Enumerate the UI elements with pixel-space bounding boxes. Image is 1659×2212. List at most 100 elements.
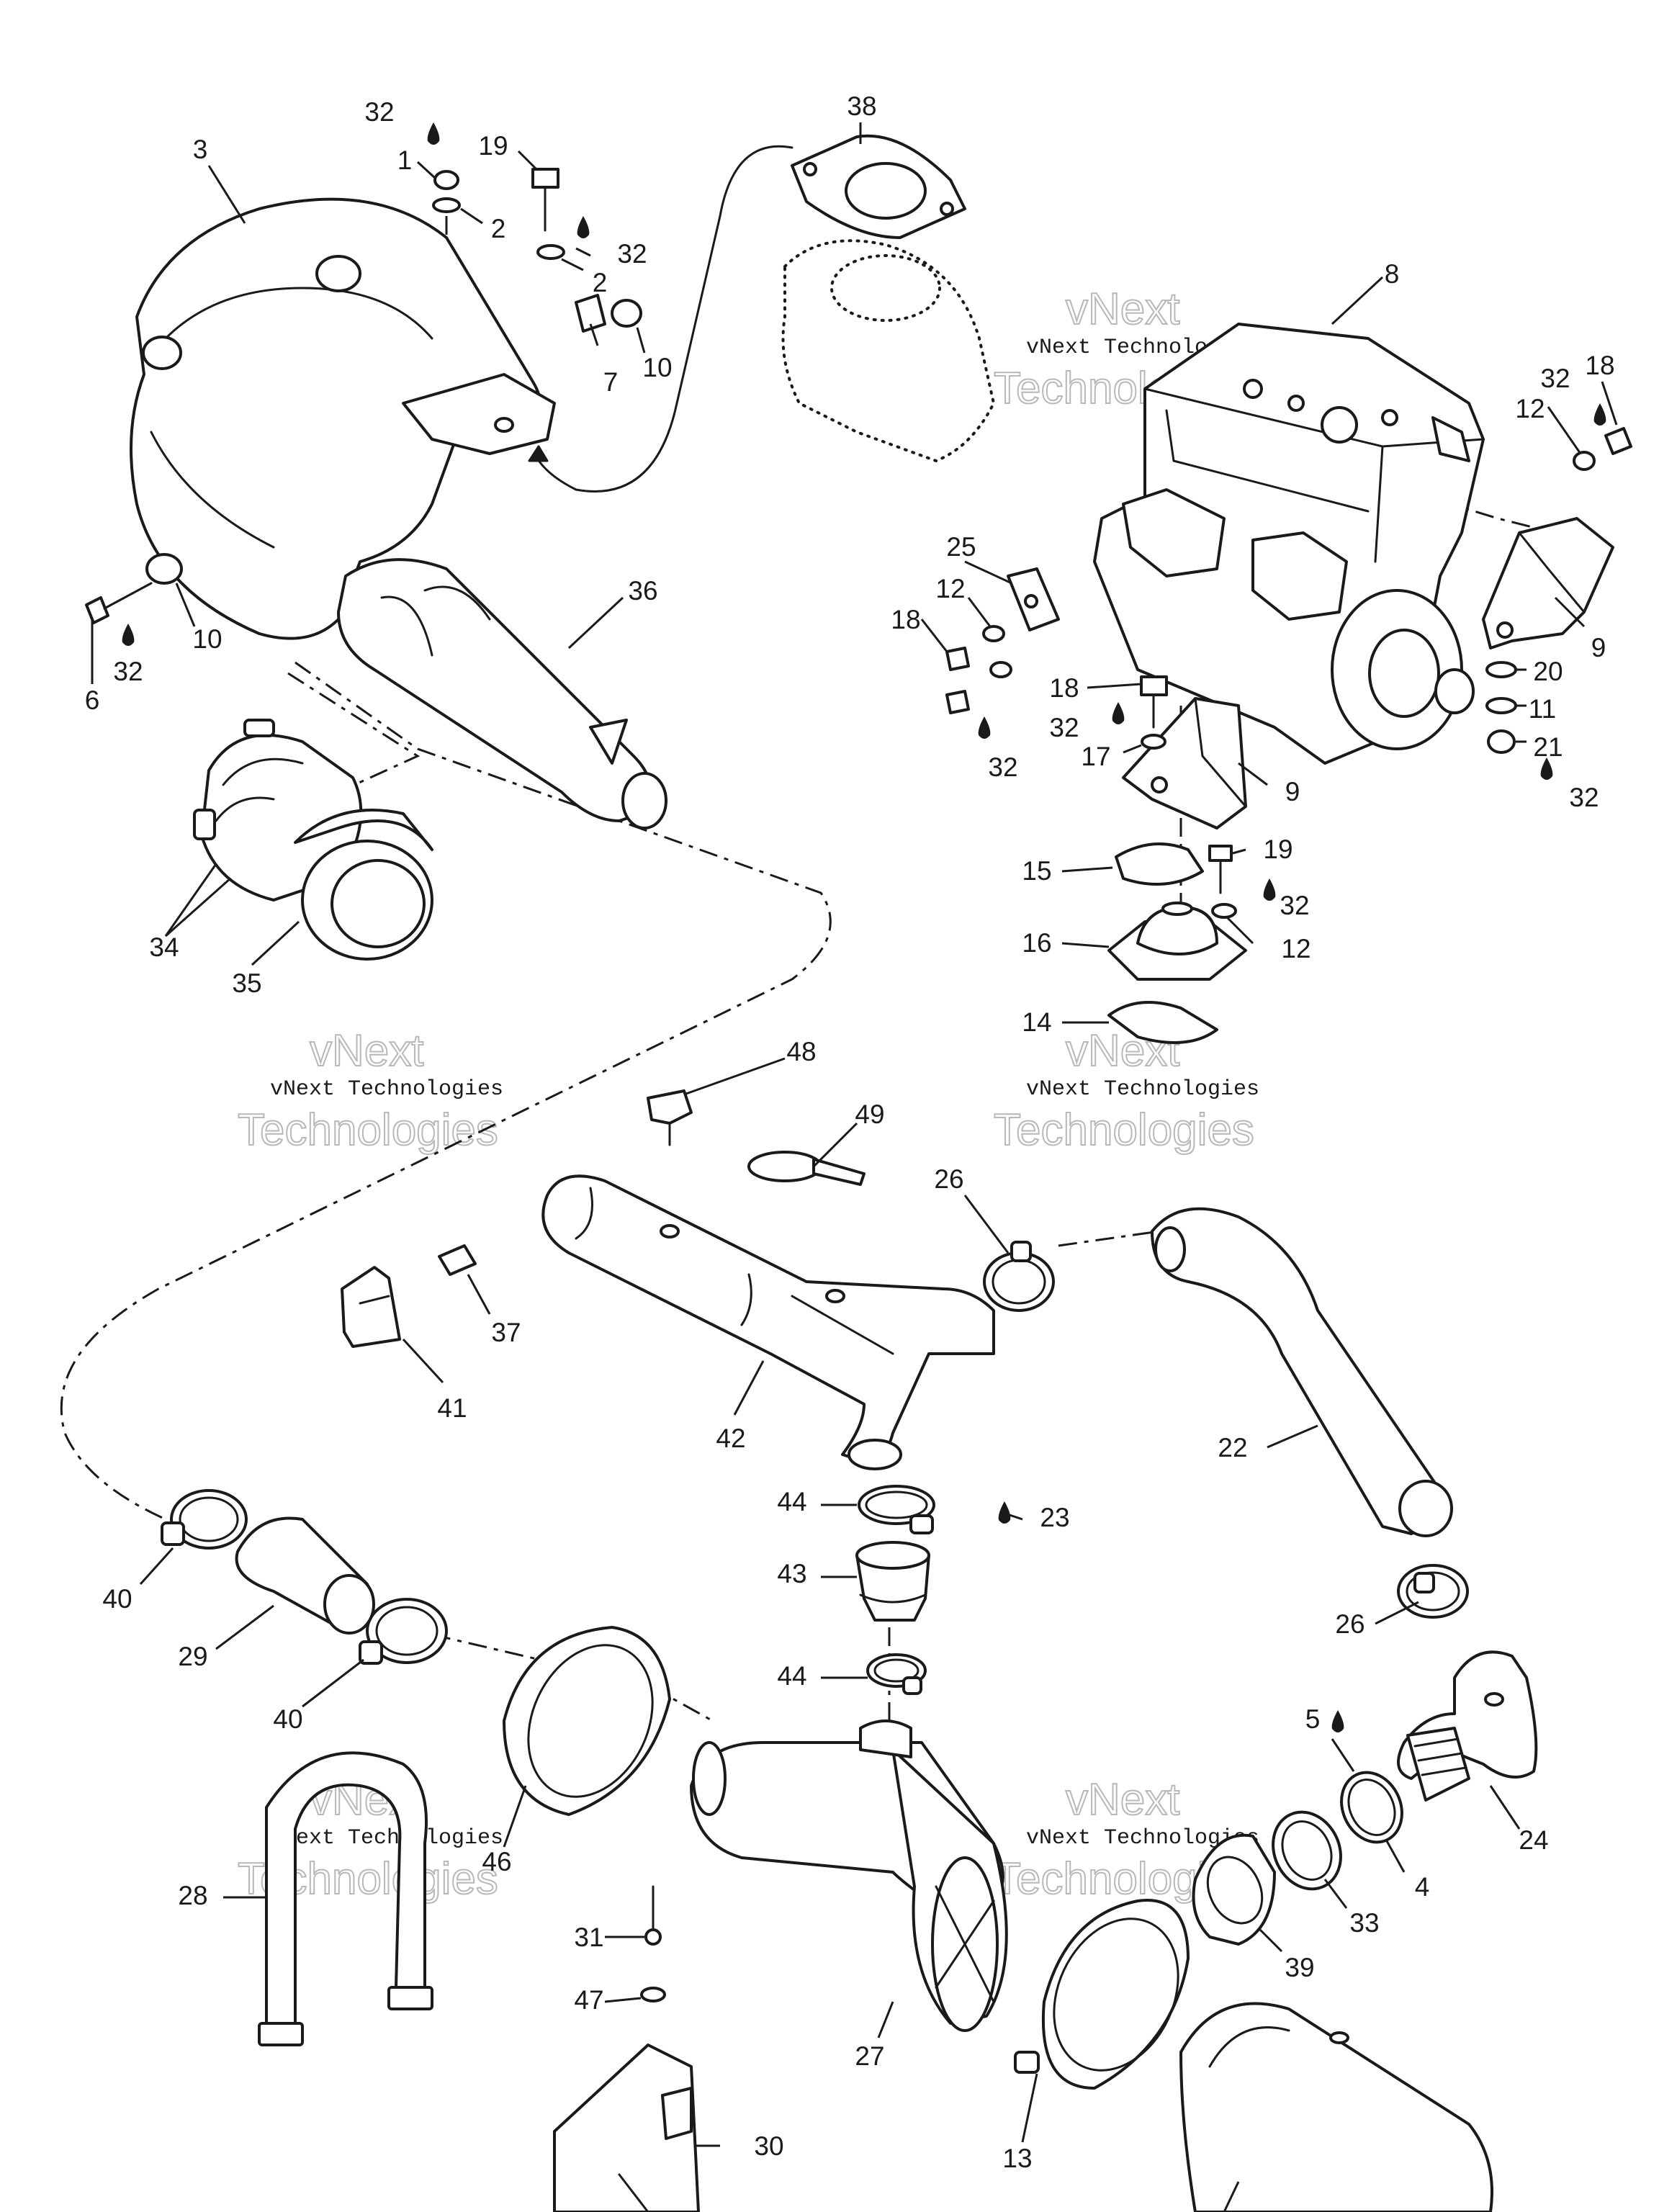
- gasket-mount: [1107, 1001, 1218, 1044]
- assembly-arrow-gasket: [535, 145, 793, 493]
- washer-12a: [1573, 451, 1596, 471]
- engine-mount: [1107, 842, 1247, 1044]
- callout-43: 43: [777, 1559, 806, 1588]
- callout-labels: 32 1 2 19 32 2 7 10 3 38 8 18 32 12 9 20…: [85, 91, 1615, 2173]
- leader-lines: [91, 122, 1618, 2212]
- assembly-line-coupler: [287, 672, 421, 793]
- hardware-top: [85, 168, 1632, 919]
- drop-icon: [1263, 878, 1276, 901]
- engine-block: [1093, 323, 1485, 765]
- callout-35: 35: [232, 968, 261, 998]
- callout-19: 19: [1263, 835, 1292, 864]
- washer-47: [640, 1987, 666, 2002]
- exhaust-pipe-cone: [337, 558, 667, 830]
- grommet-10a: [611, 299, 642, 328]
- drop-icon: [1331, 1710, 1344, 1732]
- shim-plate: [1115, 842, 1204, 886]
- callout-28: 28: [178, 1881, 207, 1910]
- callout-10: 10: [642, 353, 672, 382]
- callout-2: 2: [491, 214, 506, 243]
- ring-33: [1272, 1810, 1342, 1891]
- callout-32: 32: [364, 97, 394, 127]
- hose: [1151, 1207, 1453, 1537]
- callout-36: 36: [628, 576, 657, 606]
- heat-shield-30: [553, 2044, 700, 2212]
- callout-3: 3: [193, 135, 208, 164]
- gasket-and-port: [781, 134, 996, 463]
- callout-33: 33: [1349, 1908, 1379, 1938]
- clip-and-tie: [647, 1089, 866, 1186]
- tube-29: [235, 1516, 375, 1635]
- washer-20: [1485, 661, 1517, 678]
- callout-47: 47: [574, 1985, 603, 2015]
- drop-icon: [122, 624, 135, 646]
- drop-icon: [577, 216, 590, 238]
- clamp-and-coupler: [193, 719, 433, 961]
- bolt-19a-head: [531, 168, 559, 189]
- callout-5: 5: [1305, 1704, 1321, 1734]
- clamp-26-upper: [983, 1241, 1055, 1312]
- callout-24: 24: [1519, 1825, 1548, 1855]
- callout-18: 18: [891, 605, 920, 634]
- callout-26: 26: [1335, 1609, 1364, 1639]
- callout-40: 40: [273, 1704, 302, 1734]
- drop-icon: [998, 1501, 1011, 1524]
- large-clamp-13: [1014, 1899, 1190, 2090]
- rivet-and-washer: [640, 1885, 666, 2002]
- drop-icon: [978, 716, 991, 739]
- exhaust-manifold: [130, 197, 556, 640]
- callout-32: 32: [988, 752, 1017, 782]
- bolt-18c-head: [945, 690, 970, 714]
- callout-44: 44: [777, 1487, 806, 1516]
- clamp-44-upper: [858, 1485, 935, 1534]
- washer-2a: [432, 197, 461, 213]
- callout-32: 32: [113, 657, 143, 686]
- washer-12d: [1211, 903, 1237, 919]
- callout-17: 17: [1081, 742, 1110, 771]
- callout-15: 15: [1022, 856, 1051, 886]
- callout-30: 30: [754, 2131, 783, 2161]
- callout-49: 49: [855, 1100, 884, 1129]
- callout-4: 4: [1415, 1872, 1430, 1902]
- bolt-6-head: [85, 596, 109, 624]
- bolt-18d-head: [1140, 675, 1168, 696]
- callout-6: 6: [85, 685, 100, 715]
- adhesive-drop-icons: [122, 122, 1606, 1732]
- pin-37: [438, 1244, 477, 1276]
- clamp-26-lower: [1397, 1564, 1469, 1619]
- watermark-line1: vNext: [310, 1026, 423, 1076]
- callout-12: 12: [1515, 394, 1545, 423]
- spacer-7: [575, 294, 606, 333]
- o-ring-4: [1340, 1771, 1403, 1844]
- watermark-mid-left: vNext vNext Technologies Technologies: [237, 1025, 503, 1156]
- watermark-line3: Technologies: [238, 1105, 498, 1155]
- callout-16: 16: [1022, 928, 1051, 958]
- flange-ring-46: [503, 1626, 671, 1816]
- bracket-rear: [1482, 517, 1614, 649]
- small-plate: [1007, 567, 1060, 631]
- callout-20: 20: [1533, 657, 1563, 686]
- callout-2: 2: [593, 268, 608, 297]
- assembly-line-outlet: [1058, 1230, 1160, 1247]
- callout-12: 12: [935, 574, 965, 603]
- watermark-mid-right: vNext vNext Technologies Technologies: [993, 1025, 1259, 1156]
- callout-12: 12: [1281, 934, 1310, 963]
- sleeve-43: [855, 1541, 930, 1622]
- watermark-line1: vNext: [1066, 1775, 1179, 1825]
- pin-and-clip: [341, 1244, 477, 1348]
- nut-21: [1487, 729, 1516, 754]
- assembly-line-flange: [431, 1633, 714, 1722]
- callout-11: 11: [1529, 694, 1556, 724]
- watermark-line1: vNext: [1066, 284, 1179, 334]
- watermark-line2: vNext Technologies: [270, 1826, 503, 1851]
- strap-28: [258, 1751, 433, 2046]
- callout-14: 14: [1022, 1007, 1051, 1037]
- callout-32: 32: [1280, 891, 1309, 920]
- callout-18: 18: [1585, 351, 1614, 380]
- callout-38: 38: [847, 91, 876, 121]
- drop-icon: [1593, 403, 1606, 426]
- clamp-44-lower: [866, 1653, 927, 1695]
- callout-46: 46: [482, 1847, 511, 1876]
